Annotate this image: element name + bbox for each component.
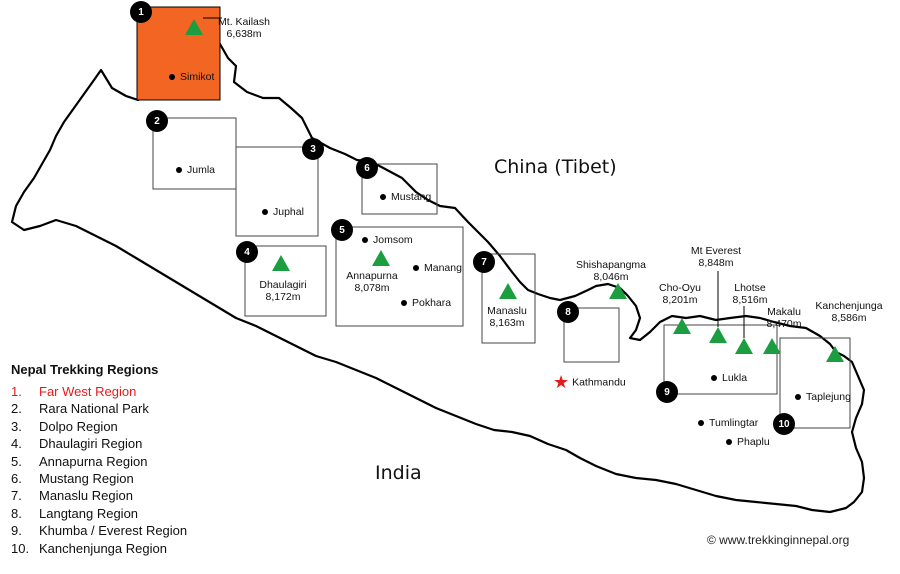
- region-badge-2[interactable]: 2: [146, 110, 168, 132]
- region-10-box[interactable]: [779, 337, 851, 429]
- place-lukla: Lukla: [711, 372, 747, 384]
- red-star-icon: ★: [553, 372, 570, 392]
- place-phaplu: Phaplu: [726, 436, 770, 448]
- place-pokhara: Pokhara: [401, 297, 451, 309]
- town-dot-icon: [169, 74, 175, 81]
- legend-item-6[interactable]: 6.Mustang Region: [11, 470, 134, 486]
- region-badge-5[interactable]: 5: [331, 219, 353, 241]
- peak-manaslu-icon: [499, 283, 517, 299]
- region-badge-10[interactable]: 10: [773, 413, 795, 435]
- region-badge-1[interactable]: 1: [130, 1, 152, 23]
- peak-shishapangma-icon: [609, 283, 627, 299]
- website-credit[interactable]: © www.trekkinginnepal.org: [707, 533, 850, 547]
- region-9-box[interactable]: [663, 324, 778, 395]
- town-dot-icon: [262, 209, 268, 216]
- place-jomsom: Jomsom: [362, 234, 413, 246]
- legend-item-1[interactable]: 1.Far West Region: [11, 384, 137, 399]
- legend-item-7[interactable]: 7.Manaslu Region: [11, 488, 133, 504]
- peak-everest-icon: [709, 327, 727, 343]
- town-dot-icon: [401, 300, 407, 307]
- town-dot-icon: [698, 420, 704, 427]
- town-dot-icon: [795, 394, 801, 401]
- legend: Nepal Trekking Regions 1.Far West Region…: [11, 362, 187, 557]
- country-label-china: China (Tibet): [494, 156, 617, 178]
- place-tumlingtar: Tumlingtar: [698, 417, 758, 429]
- peak-kanchenjunga-icon: [826, 346, 844, 362]
- legend-item-5[interactable]: 5.Annapurna Region: [11, 453, 148, 469]
- legend-item-3[interactable]: 3.Dolpo Region: [11, 418, 118, 434]
- region-1-box[interactable]: [136, 6, 221, 101]
- town-dot-icon: [176, 167, 182, 174]
- legend-item-10[interactable]: 10.Kanchenjunga Region: [11, 540, 167, 556]
- town-dot-icon: [380, 194, 386, 201]
- legend-item-9[interactable]: 9.Khumba / Everest Region: [11, 523, 188, 539]
- peak-dhaulagiri-icon: [272, 255, 290, 271]
- town-dot-icon: [726, 439, 732, 446]
- region-badge-6[interactable]: 6: [356, 157, 378, 179]
- peak-lhotse-icon: [735, 338, 753, 354]
- peak-makalu-icon: [763, 338, 781, 354]
- town-dot-icon: [711, 375, 717, 382]
- region-badge-7[interactable]: 7: [473, 251, 495, 273]
- region-7-box[interactable]: [481, 253, 536, 344]
- peak-cho-oyu-icon: [673, 318, 691, 334]
- place-taplejung: Taplejung: [795, 391, 851, 403]
- region-badge-9[interactable]: 9: [656, 381, 678, 403]
- place-juphal: Juphal: [262, 206, 304, 218]
- region-2-box[interactable]: [152, 117, 237, 190]
- capital-kathmandu: ★ Kathmandu: [553, 372, 626, 392]
- peak-annapurna-icon: [372, 250, 390, 266]
- place-manang: Manang: [413, 262, 462, 274]
- region-3-box[interactable]: [235, 146, 319, 237]
- region-8-box[interactable]: [563, 307, 620, 363]
- region-badge-4[interactable]: 4: [236, 241, 258, 263]
- legend-item-2[interactable]: 2.Rara National Park: [11, 401, 149, 417]
- place-jumla: Jumla: [176, 164, 215, 176]
- region-6-box[interactable]: [361, 163, 438, 215]
- town-dot-icon: [413, 265, 419, 272]
- legend-item-4[interactable]: 4.Dhaulagiri Region: [11, 436, 143, 452]
- legend-list: 1.Far West Region 2.Rara National Park 3…: [11, 383, 187, 557]
- legend-item-8[interactable]: 8.Langtang Region: [11, 505, 139, 521]
- peak-kailash-icon: [185, 19, 203, 35]
- place-mustang: Mustang: [380, 191, 431, 203]
- region-badge-8[interactable]: 8: [557, 301, 579, 323]
- country-label-india: India: [375, 462, 422, 484]
- place-simikot: Simikot: [169, 71, 214, 83]
- nepal-border: [10, 42, 866, 514]
- legend-title: Nepal Trekking Regions: [11, 362, 159, 377]
- region-4-box[interactable]: [244, 245, 327, 317]
- region-5-box[interactable]: [335, 226, 464, 327]
- town-dot-icon: [362, 237, 368, 244]
- region-badge-3[interactable]: 3: [302, 138, 324, 160]
